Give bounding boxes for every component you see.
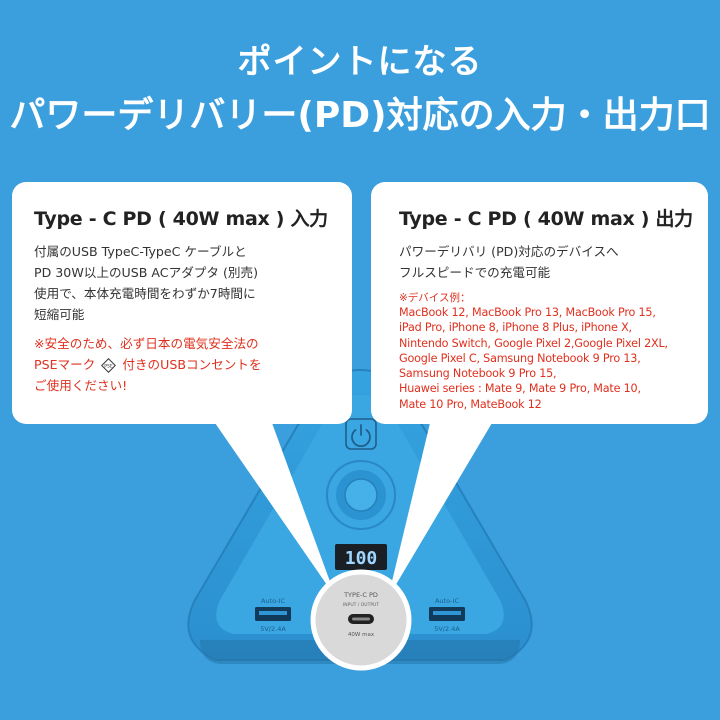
type-c-port-highlight: TYPE-C PD INPUT / OUTPUT 40W max — [310, 569, 412, 671]
input-card-title: Type - C PD ( 40W max ) 入力 — [34, 208, 328, 230]
device-example-line: iPad Pro, iPhone 8, iPhone 8 Plus, iPhon… — [399, 321, 632, 335]
left-port-top-label: Auto-IC — [261, 597, 285, 605]
device-example-line: Samsung Notebook 9 Pro 15, — [399, 367, 557, 381]
output-info-card: Type - C PD ( 40W max ) 出力 パワーデリバリ (PD)対… — [371, 182, 708, 424]
headline-line-2: パワーデリバリー(PD)対応の入力・出力口 — [9, 95, 711, 136]
led-display: 100 — [335, 544, 387, 570]
input-info-card: Type - C PD ( 40W max ) 入力 付属のUSB TypeC-… — [12, 182, 352, 424]
headline: ポイントになる パワーデリバリー(PD)対応の入力・出力口 — [0, 38, 720, 142]
type-c-port-rating: 40W max — [348, 632, 375, 638]
output-body-line: フルスピードでの充電可能 — [399, 265, 551, 280]
device-example-line: Nintendo Switch, Google Pixel 2,Google P… — [399, 336, 668, 350]
device-example-line: MacBook 12, MacBook Pro 13, MacBook Pro … — [399, 306, 656, 319]
pse-mark-text: PSE — [105, 363, 114, 369]
round-dial — [326, 460, 396, 530]
output-card-body: パワーデリバリ (PD)対応のデバイスへ フルスピードでの充電可能 — [399, 241, 688, 283]
warning-line: ご使用ください! — [34, 378, 128, 393]
device-example-line: Google Pixel C, Samsung Notebook 9 Pro 1… — [399, 351, 641, 365]
input-body-line: 付属のUSB TypeC-TypeC ケーブルと — [34, 244, 247, 259]
device-example-line: Huawei series : Mate 9, Mate 9 Pro, Mate… — [399, 382, 641, 396]
warning-line: ※安全のため、必ず日本の電気安全法の — [34, 336, 259, 351]
input-card-body: 付属のUSB TypeC-TypeC ケーブルと PD 30W以上のUSB AC… — [34, 241, 332, 325]
right-usb-port: Auto-IC 5V/2.4A — [429, 597, 465, 633]
warning-line: PSEマーク PSE 付きのUSBコンセントを — [34, 354, 332, 375]
headline-line-1: ポイントになる — [237, 42, 483, 82]
input-body-line: 短縮可能 — [34, 307, 85, 322]
type-c-port-sub: INPUT / OUTPUT — [343, 602, 379, 608]
device-examples-list: MacBook 12, MacBook Pro 13, MacBook Pro … — [399, 305, 688, 412]
input-body-line: PD 30W以上のUSB ACアダプタ (別売) — [34, 265, 258, 280]
output-body-line: パワーデリバリ (PD)対応のデバイスへ — [399, 244, 619, 259]
device-example-line: Mate 10 Pro, MateBook 12 — [399, 397, 542, 411]
warning-outlet-text: 付きのUSBコンセントを — [122, 357, 262, 372]
left-usb-port: Auto-IC 5V/2.4A — [255, 597, 291, 633]
power-button — [345, 418, 377, 450]
right-port-bottom-label: 5V/2.4A — [434, 625, 460, 633]
device-examples-title: ※デバイス例： — [399, 292, 471, 304]
right-port-top-label: Auto-IC — [435, 597, 459, 605]
output-card-title: Type - C PD ( 40W max ) 出力 — [399, 208, 693, 230]
left-bubble-tail — [215, 423, 336, 598]
type-c-port-label: TYPE-C PD — [343, 591, 378, 599]
safety-warning: ※安全のため、必ず日本の電気安全法の PSEマーク PSE 付きのUSBコンセン… — [34, 333, 332, 396]
left-port-bottom-label: 5V/2.4A — [260, 625, 286, 633]
warning-pse-text: PSEマーク — [34, 357, 96, 372]
input-body-line: 使用で、本体充電時間をわずか7時間に — [34, 286, 256, 301]
pse-mark-icon: PSE — [101, 358, 117, 373]
right-bubble-tail — [388, 423, 492, 598]
led-display-value: 100 — [345, 548, 378, 569]
